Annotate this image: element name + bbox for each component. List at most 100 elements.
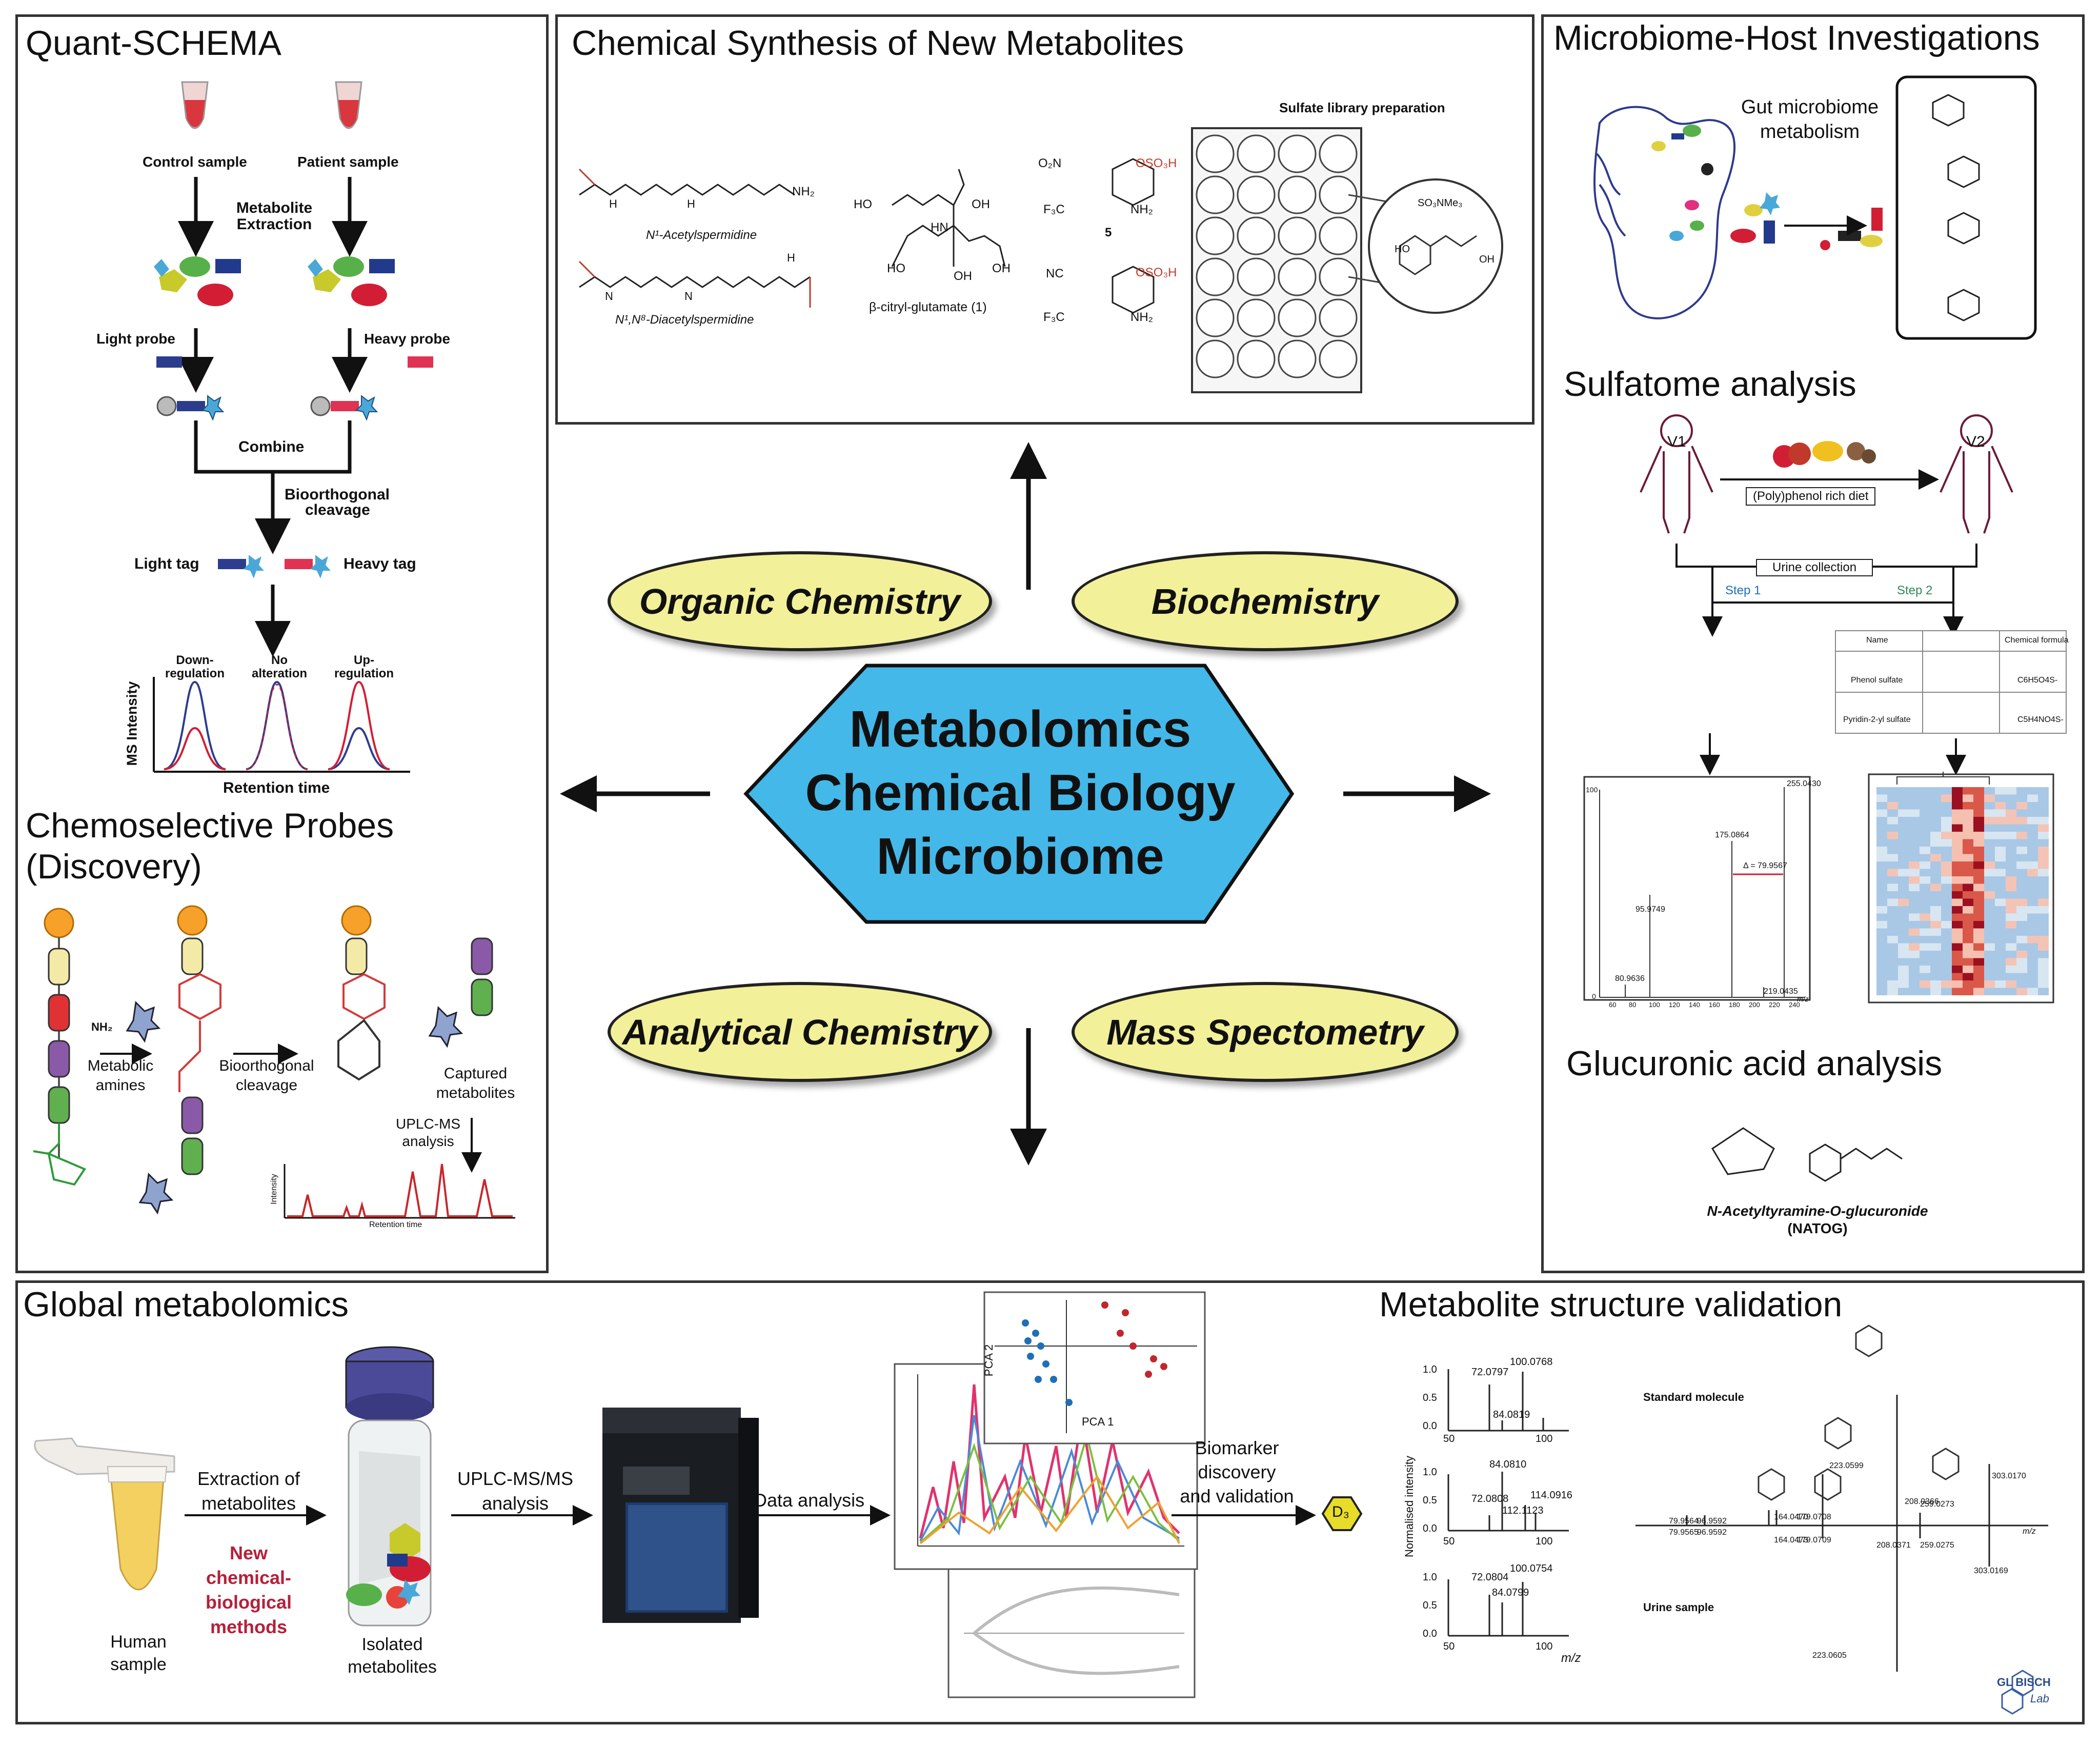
nh2-label-3: NH₂ — [1130, 310, 1153, 324]
heatmap-cell — [1963, 817, 1973, 825]
n-label-1: N — [605, 290, 613, 303]
heatmap-cell — [1941, 913, 1952, 921]
heatmap-cell — [1973, 936, 1984, 944]
heatmap-cell — [1984, 913, 1995, 921]
heatmap-cell — [1984, 847, 1995, 854]
heatmap-cell — [1930, 906, 1941, 914]
control-sample-label: Control sample — [143, 154, 247, 170]
ms-x-tick: 100 — [1649, 1001, 1660, 1009]
heatmap-cell — [1995, 951, 2006, 958]
ms-x-tick: 160 — [1709, 1001, 1720, 1009]
heatmap-cell — [1887, 913, 1898, 921]
oso3h-label-2: OSO₃H — [1136, 266, 1177, 279]
standard-molecule-label: Standard molecule — [1643, 1391, 1744, 1403]
metabolite-mix-left — [154, 256, 241, 306]
heatmap-cell — [1995, 906, 2006, 914]
heatmap-cell — [2006, 884, 2016, 891]
mass-spectrometer-instrument — [602, 1408, 759, 1623]
heatmap-cell — [1973, 951, 1984, 958]
heatmap-cell — [1995, 891, 2006, 899]
sulfated-metabolites-box — [1895, 75, 2037, 340]
mirror-bottom-peak: 208.0371 — [1876, 1541, 1911, 1550]
heatmap-cell — [1887, 817, 1898, 825]
step2-label: Step 2 — [1897, 584, 1933, 597]
amine-star-icon — [126, 1000, 161, 1043]
heatmap-cell — [1920, 966, 1930, 973]
heatmap-cell — [1984, 980, 1995, 988]
heatmap-cell — [1930, 794, 1941, 802]
heatmap-cell — [1963, 847, 1973, 854]
quant-schema-title: Quant-SCHEMA — [26, 24, 281, 63]
heatmap-cell — [1963, 958, 1973, 966]
heatmap-cell — [1995, 787, 2006, 795]
heatmap-cell — [1920, 869, 1930, 876]
heatmap-cell — [1876, 876, 1887, 884]
heatmap-cell — [1876, 913, 1887, 921]
heatmap-cell — [1898, 832, 1909, 839]
diet-label: (Poly)phenol rich diet — [1746, 487, 1876, 506]
heatmap-cell — [1941, 951, 1952, 958]
heatmap-cell — [2016, 988, 2027, 995]
probes-intensity-label: Intensity — [269, 1174, 278, 1205]
heatmap-cell — [1941, 809, 1952, 817]
heatmap-cell — [1963, 891, 1973, 899]
heatmap-cell — [1941, 854, 1952, 861]
heatmap-cell — [1973, 913, 1984, 921]
heatmap-cell — [1995, 824, 2006, 832]
heatmap-cell — [1920, 988, 1930, 995]
heatmap-cell — [1876, 980, 1887, 988]
heatmap-cell — [1995, 817, 2006, 825]
heatmap-cell — [1984, 861, 1995, 869]
heatmap-cell — [1920, 906, 1930, 914]
heatmap-cell — [1984, 817, 1995, 825]
heatmap-cell — [1952, 839, 1963, 847]
heatmap-cell — [1952, 958, 1963, 966]
ms-peak-175: 175.0864 — [1715, 831, 1749, 839]
heatmap-cell — [1963, 787, 1973, 795]
heatmap-cell — [1973, 809, 1984, 817]
heatmap-cell — [1973, 988, 1984, 995]
heatmap-cell — [1973, 891, 1984, 899]
heatmap-cell — [1898, 958, 1909, 966]
heatmap-cell — [1898, 943, 1909, 951]
h-label-2: H — [687, 197, 695, 210]
heatmap-cell — [1876, 884, 1887, 891]
heatmap-cell — [1984, 869, 1995, 876]
heatmap-cell — [1887, 876, 1898, 884]
mirror-bottom-peak: 223.0605 — [1812, 1651, 1847, 1660]
heatmap-cell — [1941, 787, 1952, 795]
heatmap-cell — [1876, 809, 1887, 817]
heatmap-cell — [2027, 973, 2038, 980]
heatmap-cell — [1952, 824, 1963, 832]
lab-logo-lab: Lab — [2030, 1692, 2049, 1705]
heatmap-cell — [1898, 802, 1909, 810]
oh-label-2: OH — [992, 262, 1011, 275]
heatmap-cell — [1973, 906, 1984, 914]
heatmap-cell — [1941, 928, 1952, 936]
heatmap-cell — [1887, 906, 1898, 914]
heatmap-cell — [1930, 973, 1941, 980]
up-regulation-label: Up-regulation — [334, 653, 394, 680]
heatmap-cell — [1930, 884, 1941, 891]
spectrum-y-tick: 0.5 — [1423, 1600, 1437, 1611]
heatmap-cell — [1898, 951, 1909, 958]
heatmap-cell — [1995, 980, 2006, 988]
heatmap-cell — [1920, 936, 1930, 944]
heatmap-cell — [1963, 832, 1973, 839]
heatmap-cell — [1887, 802, 1898, 810]
heatmap-cell — [1920, 794, 1930, 802]
n-label-2: N — [684, 290, 693, 303]
heatmap-cell — [1930, 891, 1941, 899]
spectrum-y-tick: 0.5 — [1423, 1392, 1437, 1403]
heatmap-cell — [1973, 869, 1984, 876]
heatmap-cell — [1952, 884, 1963, 891]
heatmap-cell — [1973, 817, 1984, 825]
heatmap-cell — [1898, 921, 1909, 929]
heatmap-cell — [1887, 787, 1898, 795]
spectrum-peak-label: 84.0819 — [1493, 1409, 1530, 1420]
heatmap-cell — [1920, 913, 1930, 921]
heatmap-cell — [1973, 973, 1984, 980]
heatmap-cell — [1973, 980, 1984, 988]
